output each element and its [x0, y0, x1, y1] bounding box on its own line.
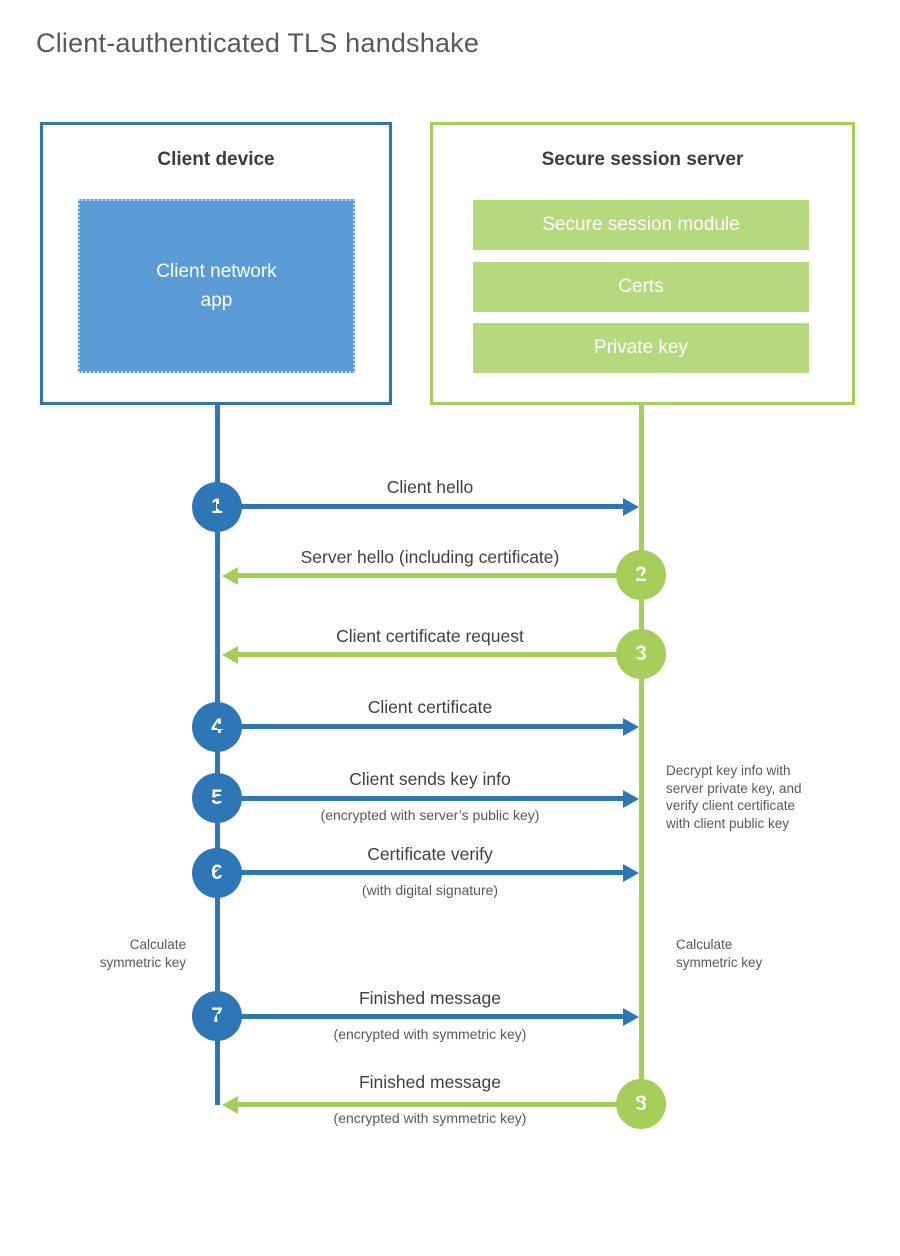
step-sublabel-6: (with digital signature) [361, 882, 499, 898]
server-module-secure-session: Secure session module [473, 200, 809, 250]
step-sublabel-7: (encrypted with symmetric key) [333, 1026, 527, 1042]
arrowhead-right-icon [623, 717, 639, 736]
server-module-private-key: Private key [473, 323, 809, 373]
step-arrow-8 [222, 1095, 641, 1114]
secure-session-server-title: Secure session server [541, 149, 744, 170]
step-arrow-3 [222, 645, 641, 664]
step-label-4: Client certificate [367, 697, 493, 717]
step-arrow-2 [222, 566, 641, 585]
step-label-7: Finished message [358, 988, 502, 1008]
step-sublabel-5: (encrypted with server’s public key) [320, 807, 540, 823]
arrowhead-right-icon [623, 1007, 639, 1026]
client-lifeline [215, 405, 220, 1105]
step-arrow-7 [217, 1007, 639, 1026]
calculate-symmetric-key-server: Calculate symmetric key [676, 937, 763, 970]
step-label-5: Client sends key info [349, 769, 511, 789]
step-label-1: Client hello [386, 477, 474, 497]
client-device-title: Client device [157, 149, 275, 170]
arrowhead-left-icon [222, 566, 238, 585]
step-label-3: Client certificate request [336, 626, 524, 646]
arrowhead-right-icon [623, 497, 639, 516]
arrowhead-left-icon [222, 1095, 238, 1114]
step-arrow-5 [217, 789, 639, 808]
step-arrow-4 [217, 717, 639, 736]
step-label-2: Server hello (including certificate) [300, 547, 560, 567]
page-title: Client-authenticated TLS handshake [36, 28, 480, 58]
step-arrow-6 [217, 863, 639, 882]
decrypt-key-note: Decrypt key info with server private key… [666, 763, 802, 831]
server-lifeline [639, 405, 644, 1105]
step-arrow-1 [217, 497, 639, 516]
arrowhead-right-icon [623, 863, 639, 882]
arrowhead-left-icon [222, 645, 238, 664]
step-sublabel-8: (encrypted with symmetric key) [333, 1110, 527, 1126]
calculate-symmetric-key-client: Calculate symmetric key [99, 937, 186, 970]
arrowhead-right-icon [623, 789, 639, 808]
step-label-8: Finished message [358, 1072, 502, 1092]
step-label-6: Certificate verify [367, 844, 493, 864]
client-network-app-box: Client network app [78, 199, 355, 373]
server-module-certs: Certs [473, 262, 809, 312]
